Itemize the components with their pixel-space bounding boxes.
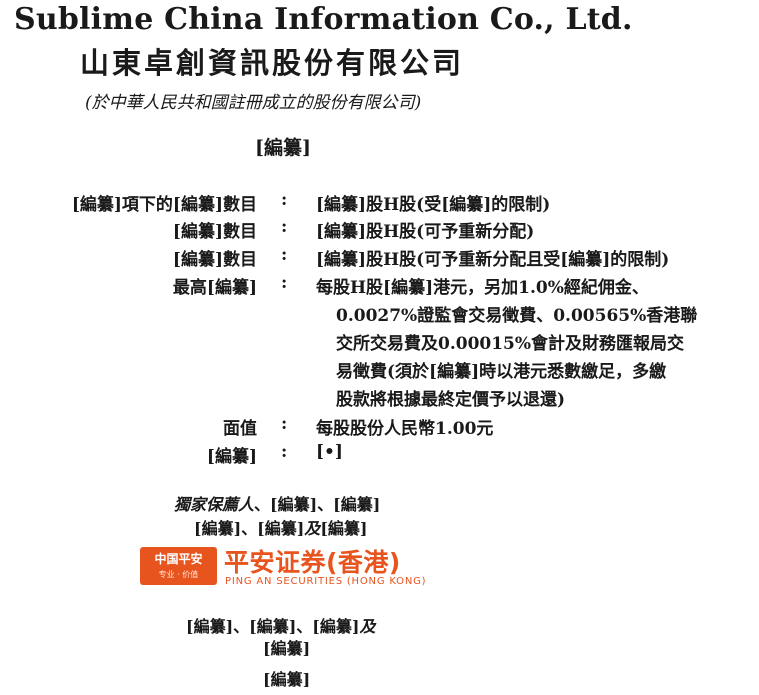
- logo-name-en: PING AN SECURITIES (HONG KONG): [225, 576, 427, 587]
- ping-an-logo-badge: 中国平安 专业 · 价值: [140, 547, 217, 585]
- company-name-zh: 山東卓創資訊股份有限公司: [80, 46, 465, 80]
- max-price-continuation-line: 易徵費(須於[編纂]時以港元悉數繳足，多繳: [336, 362, 667, 382]
- max-price-continuation-line: 交所交易費及0.00015%會計及財務匯報局交: [336, 334, 685, 354]
- offering-row-colon: :: [281, 442, 288, 462]
- sponsor-conjunction: 及: [304, 519, 321, 538]
- offering-row-colon: :: [281, 273, 288, 293]
- offering-row-value: [•]: [316, 442, 343, 462]
- sponsor-line: [編纂]: [263, 670, 311, 689]
- offering-row-value: [編纂]股H股(可予重新分配且受[編纂]的限制): [316, 250, 670, 270]
- offering-row-value: 每股股份人民幣1.00元: [316, 419, 494, 439]
- offering-row-label: [編纂]項下的[編纂]數目: [71, 195, 257, 215]
- sponsor-line: [編纂]: [263, 639, 311, 658]
- offering-row-colon: :: [281, 414, 288, 434]
- offering-row-value: [編纂]股H股(可予重新分配): [316, 222, 535, 242]
- max-price-continuation-line: 0.0027%證監會交易徵費、0.00565%香港聯: [336, 306, 698, 326]
- logo-name-cn: 平安证券(香港): [224, 548, 401, 577]
- sponsor-names: [編纂]、[編纂]: [194, 519, 305, 538]
- sponsor-line: [編纂]、[編纂]及[編纂]: [194, 515, 367, 539]
- sponsor-conjunction: 及: [359, 617, 376, 636]
- sponsor-names: [編纂]: [320, 519, 368, 538]
- logo-badge-tagline: 专业 · 价值: [158, 570, 199, 579]
- offering-row-label: [編纂]數目: [172, 222, 257, 242]
- sponsor-names: 、[編纂]、[編纂]: [254, 495, 381, 514]
- sponsor-line: 獨家保薦人、[編纂]、[編纂]: [174, 491, 380, 515]
- offering-row-label: 面值: [223, 419, 257, 439]
- offering-row-label: 最高[編纂]: [172, 278, 257, 298]
- ping-an-securities-logo: 中国平安 专业 · 价值 平安证券(香港) PING AN SECURITIES…: [140, 541, 450, 591]
- offering-row-label: [編纂]: [206, 447, 257, 467]
- logo-badge-text: 中国平安: [154, 552, 203, 566]
- offering-row-value: [編纂]股H股(受[編纂]的限制): [316, 195, 551, 215]
- offering-row-colon: :: [281, 245, 288, 265]
- incorporation-note: (於中華人民共和國註冊成立的股份有限公司): [85, 93, 422, 113]
- offering-row-colon: :: [281, 190, 288, 210]
- document-title: [編纂]: [255, 137, 311, 159]
- sponsor-line: [編纂]、[編纂]、[編纂]及: [186, 613, 375, 637]
- max-price-continuation-line: 股款將根據最終定價予以退還): [336, 390, 566, 410]
- offering-row-value: 每股H股[編纂]港元，另加1.0%經紀佣金、: [316, 278, 649, 298]
- offering-row-colon: :: [281, 217, 288, 237]
- sole-sponsor-label: 獨家保薦人: [174, 495, 255, 514]
- offering-row-label: [編纂]數目: [172, 250, 257, 270]
- sponsor-names: [編纂]、[編纂]、[編纂]: [186, 617, 360, 636]
- company-name-en: Sublime China Information Co., Ltd.: [14, 2, 633, 37]
